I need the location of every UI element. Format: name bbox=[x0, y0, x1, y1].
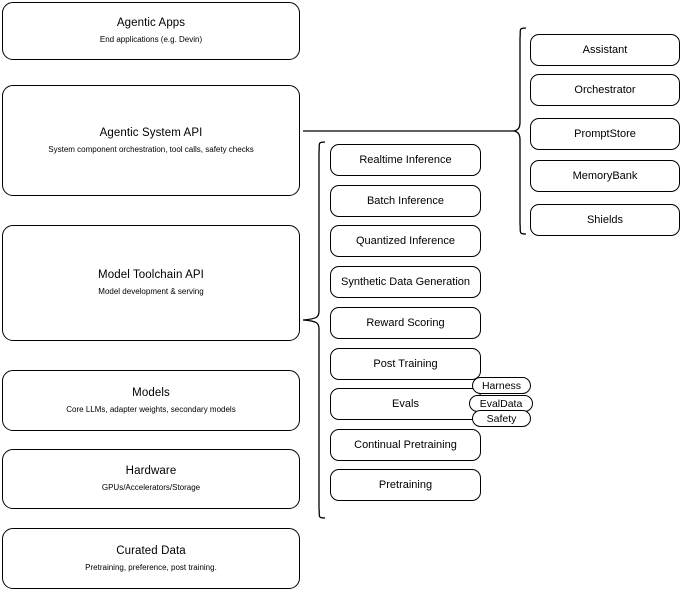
layer-title: Model Toolchain API bbox=[98, 269, 204, 281]
layer-title: Models bbox=[132, 386, 170, 399]
layer-subtitle: End applications (e.g. Devin) bbox=[99, 35, 203, 44]
badge-label: EvalData bbox=[479, 397, 523, 410]
layer-subtitle: GPUs/Accelerators/Storage bbox=[101, 483, 201, 492]
toolchain-item-evals[interactable]: Evals bbox=[330, 388, 481, 420]
layer-box-agentic-system-api[interactable]: Agentic System API System component orch… bbox=[2, 85, 300, 196]
badge-label: Safety bbox=[486, 412, 517, 425]
layer-box-model-toolchain-api[interactable]: Model Toolchain API Model development & … bbox=[2, 225, 300, 341]
toolchain-item-pretraining[interactable]: Pretraining bbox=[330, 469, 481, 501]
item-label: Continual Pretraining bbox=[354, 439, 457, 451]
system-component-shields[interactable]: Shields bbox=[530, 204, 680, 236]
item-label: Post Training bbox=[373, 358, 438, 370]
toolchain-item-synthetic-data-generation[interactable]: Synthetic Data Generation bbox=[330, 266, 481, 298]
system-component-orchestrator[interactable]: Orchestrator bbox=[530, 74, 680, 106]
eval-badge-safety[interactable]: Safety bbox=[472, 410, 531, 427]
layer-subtitle: System component orchestration, tool cal… bbox=[48, 144, 254, 154]
item-label: Orchestrator bbox=[574, 84, 636, 96]
toolchain-item-continual-pretraining[interactable]: Continual Pretraining bbox=[330, 429, 481, 461]
layer-title: Hardware bbox=[125, 465, 177, 477]
layer-title: Agentic System API bbox=[99, 126, 203, 139]
toolchain-item-quantized-inference[interactable]: Quantized Inference bbox=[330, 225, 481, 257]
layer-subtitle: Core LLMs, adapter weights, secondary mo… bbox=[66, 404, 236, 414]
toolchain-item-post-training[interactable]: Post Training bbox=[330, 348, 481, 380]
item-label: Pretraining bbox=[378, 479, 433, 491]
layer-box-agentic-apps[interactable]: Agentic Apps End applications (e.g. Devi… bbox=[2, 2, 300, 60]
layer-subtitle: Model development & serving bbox=[98, 287, 204, 296]
layer-box-models[interactable]: Models Core LLMs, adapter weights, secon… bbox=[2, 370, 300, 431]
layer-title: Agentic Apps bbox=[116, 17, 186, 29]
brace-middle-column bbox=[302, 141, 326, 519]
item-label: Reward Scoring bbox=[366, 317, 445, 329]
item-label: Synthetic Data Generation bbox=[340, 276, 471, 288]
layer-subtitle: Pretraining, preference, post training. bbox=[85, 562, 217, 572]
toolchain-item-realtime-inference[interactable]: Realtime Inference bbox=[330, 144, 481, 176]
layer-box-hardware[interactable]: Hardware GPUs/Accelerators/Storage bbox=[2, 449, 300, 509]
item-label: Realtime Inference bbox=[359, 154, 452, 166]
item-label: Evals bbox=[392, 398, 419, 410]
system-component-assistant[interactable]: Assistant bbox=[530, 34, 680, 66]
badge-label: Harness bbox=[481, 379, 522, 392]
system-component-memorybank[interactable]: MemoryBank bbox=[530, 160, 680, 192]
toolchain-item-reward-scoring[interactable]: Reward Scoring bbox=[330, 307, 481, 339]
item-label: Batch Inference bbox=[366, 195, 445, 207]
toolchain-item-batch-inference[interactable]: Batch Inference bbox=[330, 185, 481, 217]
layer-box-curated-data[interactable]: Curated Data Pretraining, preference, po… bbox=[2, 528, 300, 589]
item-label: PromptStore bbox=[574, 128, 636, 140]
eval-badge-harness[interactable]: Harness bbox=[472, 377, 531, 394]
item-label: Quantized Inference bbox=[355, 235, 456, 247]
item-label: Assistant bbox=[582, 44, 628, 56]
brace-right-column bbox=[513, 27, 527, 235]
system-component-promptstore[interactable]: PromptStore bbox=[530, 118, 680, 150]
layer-title: Curated Data bbox=[116, 544, 186, 557]
item-label: Shields bbox=[586, 214, 624, 226]
item-label: MemoryBank bbox=[572, 170, 638, 182]
